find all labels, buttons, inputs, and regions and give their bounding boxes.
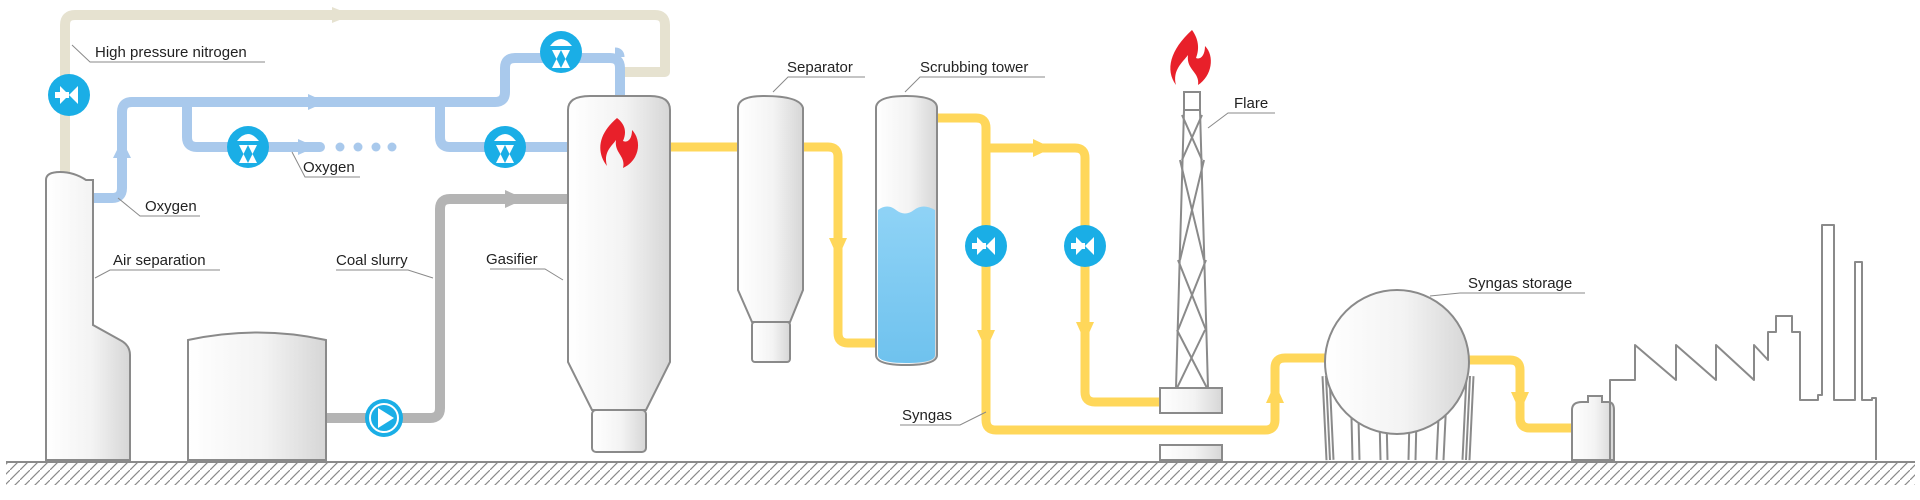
continuation-dot	[371, 142, 381, 152]
flow-arrow-icon	[1076, 322, 1094, 342]
separator-outlet	[751, 321, 791, 363]
valve-icon[interactable]	[227, 126, 269, 168]
factory-silhouette	[1609, 224, 1877, 460]
valve-icon[interactable]	[1064, 225, 1106, 267]
syngas-storage-sphere	[1321, 289, 1475, 461]
pump-icon[interactable]	[365, 399, 403, 437]
nitrogen-pipe	[60, 10, 670, 185]
label-gasifier: Gasifier	[486, 251, 538, 268]
gasifier	[567, 95, 671, 411]
slurry-tank	[187, 331, 327, 461]
gasifier-outlet	[591, 409, 647, 453]
oxygen-main-pipe	[83, 53, 625, 203]
flow-arrow-icon	[298, 139, 316, 155]
flow-arrow-icon	[1033, 139, 1052, 157]
label-high-pressure-nitrogen: High pressure nitrogen	[95, 44, 247, 61]
leader-lines	[71, 44, 1585, 426]
continuation-dot	[353, 142, 363, 152]
air-separation-unit	[45, 170, 131, 461]
receiving-tank	[1571, 395, 1615, 461]
valve-icon[interactable]	[540, 31, 582, 73]
oxygen-branch-pipe	[182, 97, 325, 152]
label-syngas-storage: Syngas storage	[1468, 275, 1572, 292]
continuation-dot	[387, 142, 397, 152]
flow-arrow-icon	[829, 238, 847, 258]
syngas-to-flare-pipe	[981, 143, 1170, 407]
flow-arrow-icon	[1511, 392, 1529, 412]
flame-icon	[600, 118, 639, 168]
flow-arrow-icon	[308, 94, 326, 110]
label-separator: Separator	[787, 59, 853, 76]
flow-arrow-icon	[977, 330, 995, 350]
label-oxygen-inlet: Oxygen	[145, 198, 197, 215]
coal-slurry-pipe	[320, 194, 575, 423]
label-scrubbing-tower: Scrubbing tower	[920, 59, 1028, 76]
valve-icon[interactable]	[48, 74, 90, 116]
label-flare: Flare	[1234, 95, 1268, 112]
valve-icon[interactable]	[484, 126, 526, 168]
flow-arrow-icon	[1266, 383, 1284, 403]
flow-arrow-icon	[332, 7, 352, 23]
flare-stack	[1159, 91, 1223, 461]
valve-icon[interactable]	[965, 225, 1007, 267]
flame-icon	[1170, 30, 1211, 85]
continuation-dot	[335, 142, 345, 152]
syngas-tower-outlet-pipe	[930, 113, 1335, 435]
scrubbing-water	[878, 206, 935, 363]
flow-arrow-icon	[505, 190, 525, 208]
label-oxygen-branch: Oxygen	[303, 159, 355, 176]
separator	[737, 94, 804, 323]
oxygen-gasifier-feed-pipe	[435, 97, 575, 152]
label-air-separation: Air separation	[113, 252, 206, 269]
label-syngas: Syngas	[902, 407, 952, 424]
label-coal-slurry: Coal slurry	[336, 252, 408, 269]
ground	[6, 461, 1915, 485]
flow-arrow-icon	[113, 140, 131, 158]
